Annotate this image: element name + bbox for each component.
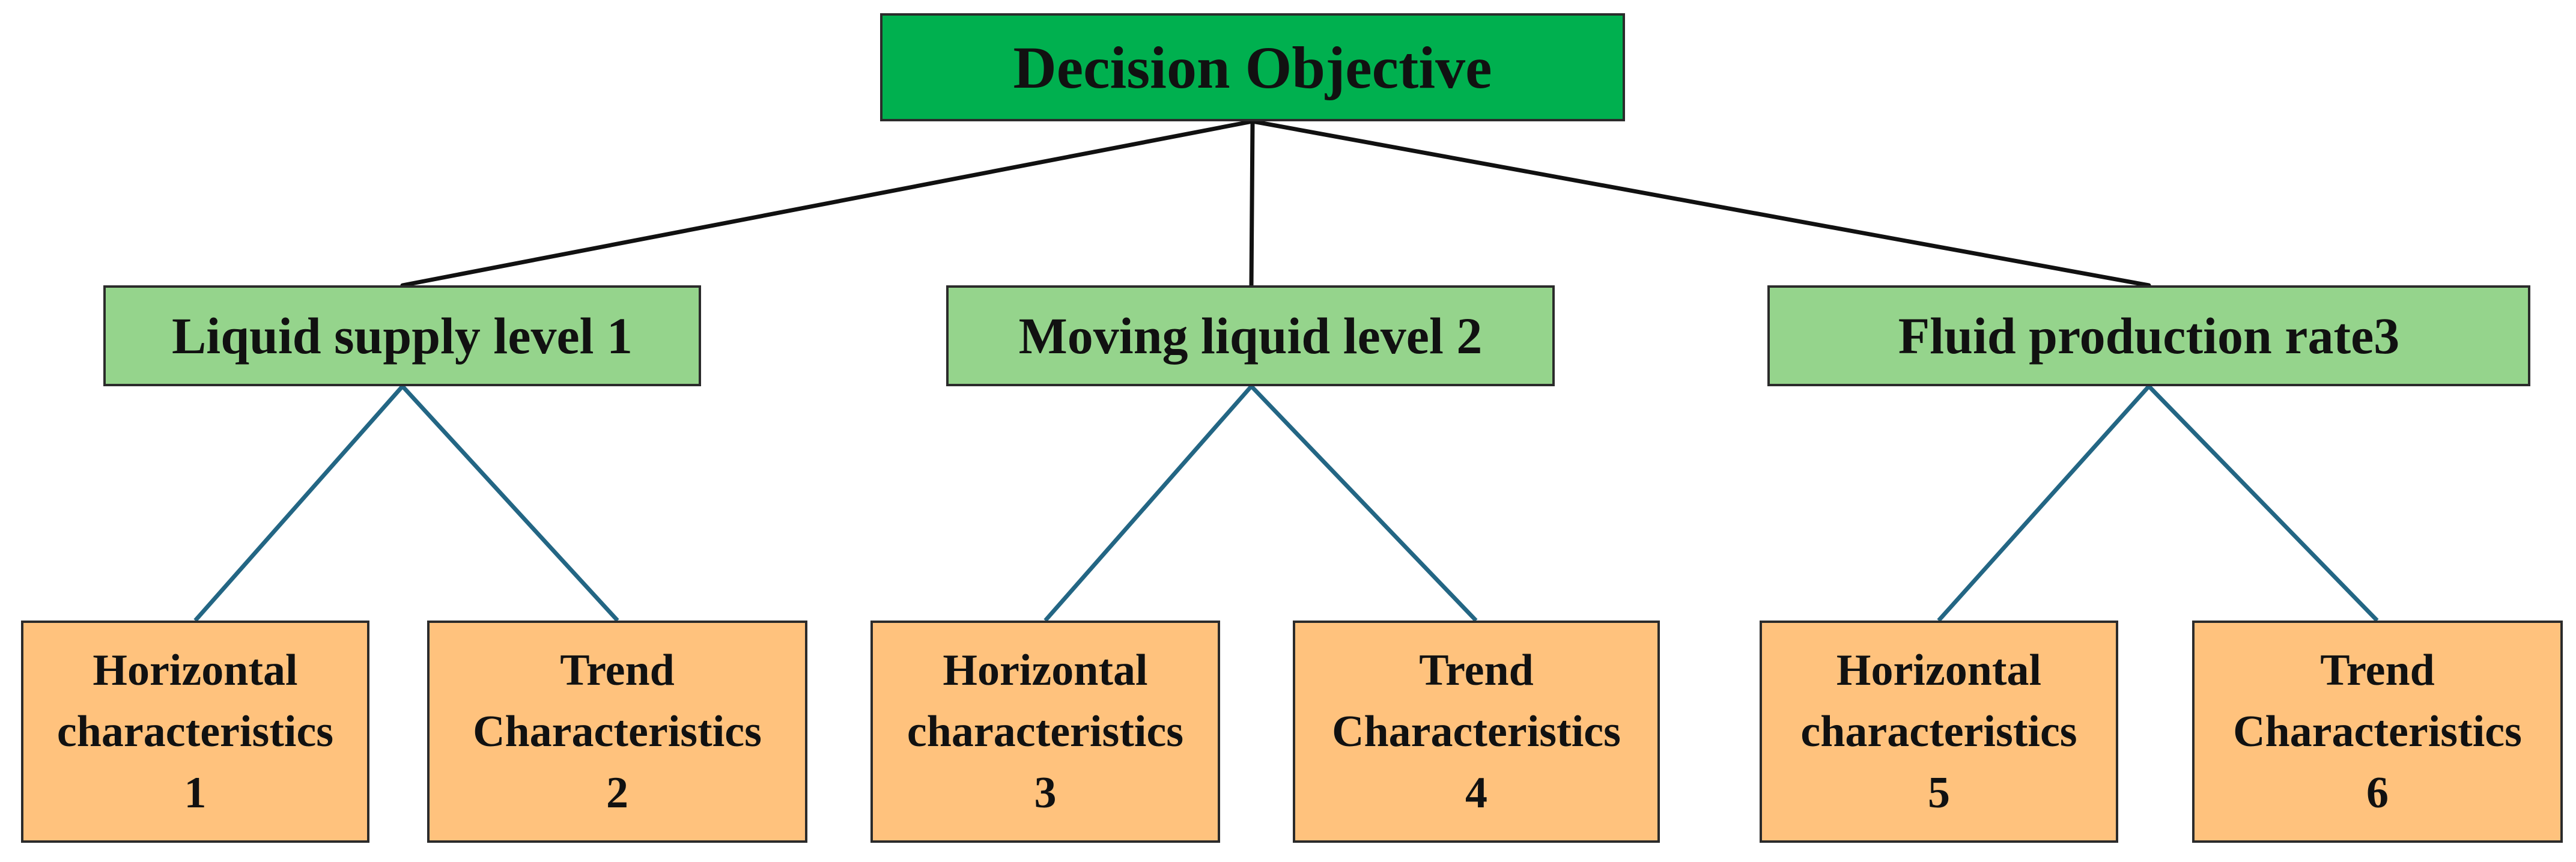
liquid-supply-level-node: Liquid supply level 1 bbox=[103, 285, 701, 386]
liquid-supply-level-label: Liquid supply level 1 bbox=[171, 307, 633, 365]
leaf-node-trend-2: Trend Characteristics 2 bbox=[427, 621, 807, 843]
edge-moving-liquid-to-leaf-4 bbox=[1250, 384, 1478, 622]
decision-objective-label: Decision Objective bbox=[1013, 34, 1492, 101]
edge-fluid-production-to-leaf-5 bbox=[1937, 384, 2151, 622]
edge-root-to-fluid-production bbox=[1250, 119, 2151, 288]
moving-liquid-level-node: Moving liquid level 2 bbox=[946, 285, 1555, 386]
leaf-node-horizontal-3: Horizontal characteristics 3 bbox=[870, 621, 1220, 843]
leaf-line1: Trend bbox=[2320, 645, 2435, 695]
leaf-line1: Trend bbox=[560, 645, 675, 695]
leaf-line1: Horizontal bbox=[1836, 645, 2042, 695]
leaf-line2: characteristics bbox=[1800, 706, 2077, 756]
leaf-line1: Horizontal bbox=[93, 645, 298, 695]
leaf-line2: characteristics bbox=[56, 706, 334, 756]
leaf-node-horizontal-5: Horizontal characteristics 5 bbox=[1760, 621, 2118, 843]
leaf-line2: Characteristics bbox=[473, 706, 762, 756]
leaf-node-trend-4: Trend Characteristics 4 bbox=[1293, 621, 1660, 843]
leaf-number: 5 bbox=[1928, 768, 1950, 818]
leaf-node-trend-6: Trend Characteristics 6 bbox=[2192, 621, 2563, 843]
leaf-number: 4 bbox=[1465, 768, 1487, 818]
fluid-production-rate-label: Fluid production rate3 bbox=[1898, 307, 2400, 365]
leaf-line2: characteristics bbox=[907, 706, 1184, 756]
leaf-number: 1 bbox=[184, 768, 207, 818]
leaf-node-horizontal-1: Horizontal characteristics 1 bbox=[21, 621, 369, 843]
edge-moving-liquid-to-leaf-3 bbox=[1043, 384, 1253, 622]
decision-objective-node: Decision Objective bbox=[880, 13, 1625, 121]
edge-liquid-supply-to-leaf-2 bbox=[401, 384, 619, 622]
fluid-production-rate-node: Fluid production rate3 bbox=[1767, 285, 2530, 386]
leaf-line2: Characteristics bbox=[1332, 706, 1621, 756]
leaf-line1: Horizontal bbox=[943, 645, 1148, 695]
edge-fluid-production-to-leaf-6 bbox=[2147, 384, 2379, 622]
leaf-number: 2 bbox=[606, 768, 628, 818]
leaf-line2: Characteristics bbox=[2233, 706, 2522, 756]
edge-root-to-liquid-supply bbox=[400, 119, 1255, 288]
edge-root-to-moving-liquid bbox=[1249, 119, 1255, 288]
leaf-number: 6 bbox=[2366, 768, 2389, 818]
leaf-number: 3 bbox=[1034, 768, 1057, 818]
moving-liquid-level-label: Moving liquid level 2 bbox=[1018, 307, 1483, 365]
edge-liquid-supply-to-leaf-1 bbox=[193, 384, 404, 622]
leaf-line1: Trend bbox=[1419, 645, 1534, 695]
